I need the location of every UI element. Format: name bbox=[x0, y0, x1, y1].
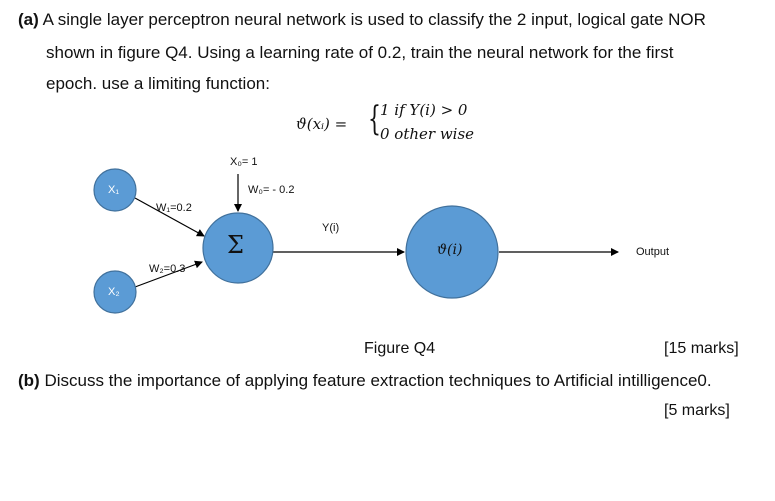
w0-label: W₀= - 0.2 bbox=[248, 184, 295, 196]
formula-case2: 0 other wise bbox=[380, 125, 475, 143]
figure-caption: Figure Q4 bbox=[364, 340, 436, 357]
x2-to-sum-arrow bbox=[134, 260, 203, 288]
question-a-line3: epoch. use a limiting function: bbox=[46, 74, 270, 93]
question-a-text-line1: A single layer perceptron neural network… bbox=[38, 10, 706, 29]
x0-label: X₀= 1 bbox=[230, 156, 258, 168]
summation-node bbox=[202, 212, 274, 284]
question-a-line1: (a) A single layer perceptron neural net… bbox=[18, 11, 706, 28]
x2-label: X₂ bbox=[108, 286, 120, 298]
formula-brace: { bbox=[368, 99, 381, 139]
formula-case1: 1 if Y(i) > 0 bbox=[380, 101, 468, 119]
question-b: (b) Discuss the importance of applying f… bbox=[18, 372, 712, 389]
x1-to-sum-arrow bbox=[134, 197, 205, 237]
output-label: Output bbox=[636, 246, 670, 258]
w1-label: W₁=0.2 bbox=[156, 202, 192, 214]
x1-label: X₁ bbox=[108, 184, 120, 196]
formula-lhs: ϑ(xᵢ) = bbox=[296, 115, 348, 133]
y-label: Y(i) bbox=[322, 222, 340, 234]
question-b-text: Discuss the importance of applying featu… bbox=[39, 371, 712, 390]
w2-label: W₂=0.3 bbox=[149, 263, 186, 275]
question-a-prefix: (a) bbox=[18, 10, 39, 29]
question-b-prefix: (b) bbox=[18, 371, 40, 390]
activation-label: ϑ(i) bbox=[437, 242, 463, 258]
input-node-x1 bbox=[93, 168, 137, 212]
question-a-line2: shown in figure Q4. Using a learning rat… bbox=[46, 43, 674, 62]
sum-symbol: Σ bbox=[227, 231, 244, 259]
marks-a: [15 marks] bbox=[664, 340, 739, 357]
activation-node bbox=[405, 205, 499, 299]
input-node-x2 bbox=[93, 270, 137, 314]
marks-b: [5 marks] bbox=[664, 402, 730, 419]
